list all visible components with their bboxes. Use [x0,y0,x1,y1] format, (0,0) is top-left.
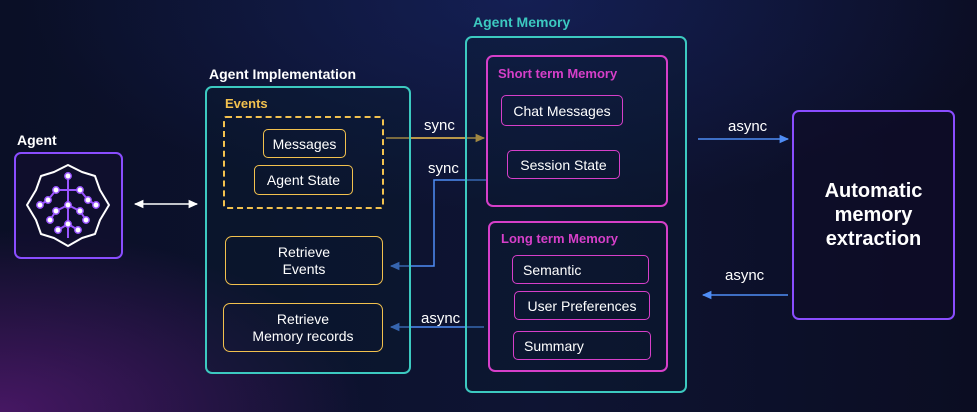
long-term-memory-box [488,221,668,372]
async-right-top-label: async [728,118,768,135]
events-group-title: Events [225,96,268,111]
agent-implementation-box [205,86,411,374]
short-term-memory-title: Short term Memory [498,66,618,81]
retrieve-events-box[interactable]: Retrieve Events [225,236,383,285]
user-preferences-item[interactable]: User Preferences [514,291,650,320]
retrieve-memory-records-box[interactable]: Retrieve Memory records [223,303,383,352]
memory-extraction-box[interactable]: Automatic memory extraction [792,110,955,320]
agent-title: Agent [17,132,57,148]
summary-item[interactable]: Summary [513,331,651,360]
long-term-memory-title: Long term Memory [501,231,619,246]
short-term-to-retrieve-events-arrow [389,179,486,271]
async-right-bottom-label: async [725,267,765,284]
agent-box[interactable] [14,152,123,259]
semantic-item[interactable]: Semantic [512,255,649,284]
agent-brain-icon [26,164,110,247]
agent-memory-title: Agent Memory [473,14,571,30]
session-state-item[interactable]: Session State [507,150,620,179]
agent-state-item[interactable]: Agent State [254,165,353,195]
messages-item[interactable]: Messages [263,129,346,158]
sync-bottom-label: sync [428,160,459,177]
events-group-box [223,116,384,209]
short-term-memory-box [486,55,668,207]
memory-extraction-label: Automatic memory extraction [824,180,923,250]
sync-top-label: sync [424,117,455,134]
async-left-label: async [421,310,461,327]
agent-implementation-title: Agent Implementation [209,66,357,82]
chat-messages-item[interactable]: Chat Messages [501,95,623,126]
